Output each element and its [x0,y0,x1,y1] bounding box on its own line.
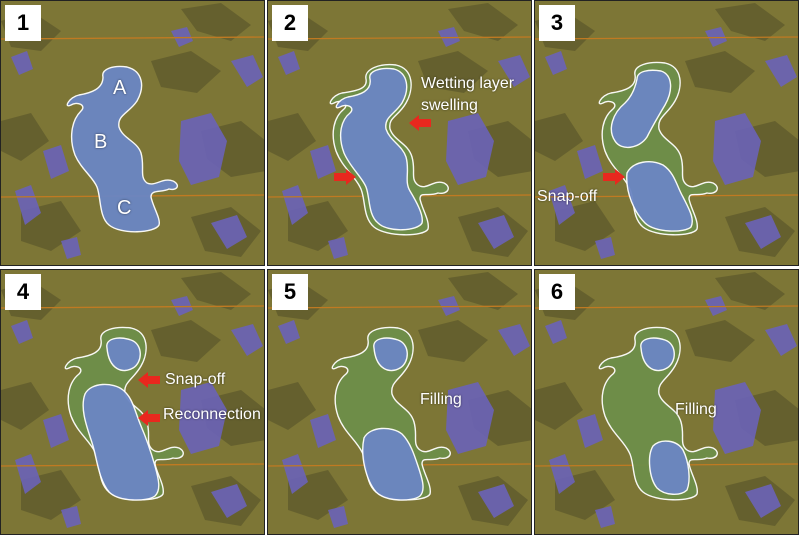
region-label-a: A [113,77,127,99]
oil-blob [335,67,424,231]
label-snap-off: Snap-off [165,371,226,388]
red-arrow-icon [334,169,356,185]
panel-number: 3 [539,5,575,41]
panel-number: 6 [539,274,575,310]
oil-droplet-lower [648,440,690,495]
oil-droplet-upper [106,337,141,372]
red-arrow-icon [138,410,160,426]
pore-scene-4 [1,270,264,534]
water-region [331,326,451,501]
oil-droplet-lower [82,383,160,501]
pore-scene-2 [268,1,531,265]
pore-scene-1 [1,1,264,265]
oil-droplet-upper [640,337,675,372]
region-label-c: C [117,197,132,219]
panel-6: 6 Filling [534,269,799,535]
panel-1: 1 A B C [0,0,265,266]
panel-2: 2 Wetting layer swelling [267,0,532,266]
label-swelling: swelling [421,97,478,114]
oil-droplet-upper [373,337,408,372]
panel-number: 2 [272,5,308,41]
red-arrow-icon [409,115,431,131]
panel-number: 5 [272,274,308,310]
red-arrow-icon [138,372,160,388]
label-reconnection: Reconnection [163,406,261,423]
oil-droplet-lower [626,161,693,232]
pore-scene-6 [535,270,798,534]
oil-droplet-lower [362,427,424,501]
label-wetting-layer: Wetting layer [421,75,515,92]
pore-scene-5 [268,270,531,534]
panel-4: 4 Snap-off Reconnection [0,269,265,535]
red-arrow-icon [603,169,625,185]
label-snap-off: Snap-off [537,188,598,205]
label-filling: Filling [675,401,717,418]
panel-number: 1 [5,5,41,41]
pore-scene-3 [535,1,798,265]
label-filling: Filling [420,391,462,408]
oil-droplet-upper [610,69,672,148]
panel-3: 3 Snap-off [534,0,799,266]
region-label-b: B [94,131,108,153]
panel-number: 4 [5,274,41,310]
oil-blob [66,65,179,233]
panel-5: 5 Filling [267,269,532,535]
water-region [598,326,718,501]
